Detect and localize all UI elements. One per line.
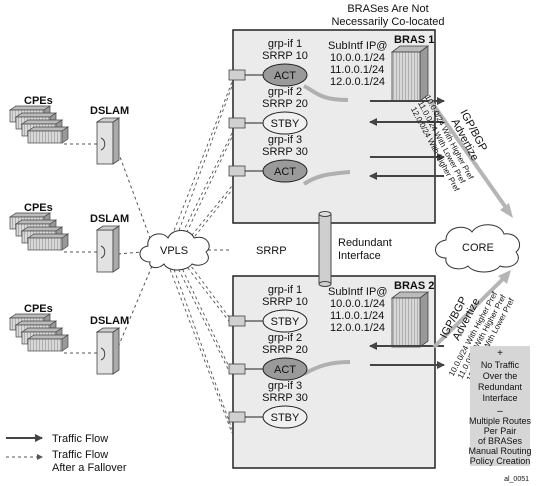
legend-traffic-flow: Traffic Flow <box>52 433 108 445</box>
bras1-subintf-header: SubIntf IP@ <box>328 40 387 52</box>
bras2-srrp-label: SRRP 20 <box>262 344 308 356</box>
bras1-subnet: 12.0.0.1/24 <box>330 76 385 88</box>
cpe-label: CPEs <box>24 202 53 214</box>
bras1-srrp-state-badge <box>262 63 308 87</box>
notes-plus-line: Interface <box>482 393 517 403</box>
bras2-srrp-state: STBY <box>271 412 300 424</box>
bras2-subnet: 11.0.0.1/24 <box>330 310 384 322</box>
bras2-title: BRAS 2 <box>394 280 434 292</box>
legend-fallover-line2: After a Fallover <box>52 462 127 474</box>
redundant-interface-label-1: Redundant <box>338 237 392 249</box>
dslam-icon <box>95 117 121 165</box>
vpls-label: VPLS <box>160 245 188 257</box>
bras1-srrp-label: SRRP 20 <box>262 98 308 110</box>
redundant-interface-pipe <box>318 211 332 287</box>
redundant-interface-label-2: Interface <box>338 250 381 262</box>
notes-minus-line: Manual Routing <box>468 446 531 456</box>
bras1-grp-label: grp-if 3 <box>268 134 302 146</box>
srrp-label: SRRP <box>256 245 287 257</box>
bras2-subnet: 10.0.0.1/24 <box>330 298 385 310</box>
dslam-vpls-links <box>115 145 153 353</box>
bras2-grp-label: grp-if 1 <box>268 284 302 296</box>
bras2-port-icon <box>228 363 264 375</box>
bras2-grp-label: grp-if 3 <box>268 380 302 392</box>
bras1-port-icon <box>228 117 264 129</box>
bras1-srrp-state-badge <box>262 159 308 183</box>
bras2-port-icon <box>228 315 264 327</box>
bras2-srrp-state: ACT <box>274 364 296 376</box>
bras1-srrp-state-badge <box>262 111 308 135</box>
bras2-srrp-label: SRRP 10 <box>262 296 308 308</box>
dslam-icon <box>95 225 121 273</box>
notes-plus-line: Over the <box>483 371 518 381</box>
bras1-srrp-state: ACT <box>274 70 296 82</box>
bras1-subnet: 10.0.0.1/24 <box>330 52 385 64</box>
cpe-label: CPEs <box>24 303 53 315</box>
bras1-grp-label: grp-if 2 <box>268 86 302 98</box>
bras2-srrp-state-badge <box>262 309 308 333</box>
notes-panel <box>470 346 530 466</box>
cpe-stack-icon <box>8 105 70 144</box>
bras1-srrp-state: STBY <box>271 118 300 130</box>
bras2-router-icon <box>390 291 430 348</box>
colocation-note-line1: BRASes Are Not <box>347 3 428 15</box>
vpls-cloud <box>139 230 210 271</box>
legend <box>6 434 43 460</box>
dslam-label: DSLAM <box>90 315 129 327</box>
cpe-stack-icon <box>8 313 70 352</box>
colocation-note-line2: Necessarily Co-located <box>331 16 444 28</box>
bras2-srrp-state: STBY <box>271 316 300 328</box>
legend-fallover-line1: Traffic Flow <box>52 449 108 461</box>
bras1-srrp-label: SRRP 30 <box>262 146 308 158</box>
notes-minus-line: Policy Creation <box>470 456 531 466</box>
notes-minus-line: of BRASes <box>478 436 523 446</box>
bras1-grp-label: grp-if 1 <box>268 38 302 50</box>
bras1-srrp-label: SRRP 10 <box>262 50 308 62</box>
dslam-label: DSLAM <box>90 105 129 117</box>
bras2-subintf-header: SubIntf IP@ <box>328 286 387 298</box>
bras2-grp-label: grp-if 2 <box>268 332 302 344</box>
notes-plus-line: Redundant <box>478 382 523 392</box>
figure-id: al_0051 <box>504 476 529 483</box>
cpe-label: CPEs <box>24 95 53 107</box>
bras1-advertize-arrow <box>428 98 513 218</box>
bras2-srrp-state-badge <box>262 357 308 381</box>
bras2-subnet: 12.0.0.1/24 <box>330 322 385 334</box>
bras2-advertize-arrow <box>432 270 511 349</box>
bras2-srrp-state-badge <box>262 405 308 429</box>
grey-connectors <box>302 84 351 376</box>
notes-plus-line: No Traffic <box>481 360 520 370</box>
bras2-srrp-label: SRRP 30 <box>262 392 308 404</box>
bras1-port-icon <box>228 165 264 177</box>
bras1-port-icon <box>228 69 264 81</box>
bras1-subnet: 11.0.0.1/24 <box>330 64 384 76</box>
notes-minus-line: Multiple Routes <box>469 416 532 426</box>
bras2-port-icon <box>228 411 264 423</box>
notes-minus-line: Per Pair <box>484 426 517 436</box>
bras1-srrp-state: ACT <box>274 166 296 178</box>
core-cloud <box>435 224 520 273</box>
notes-minus: – <box>497 406 503 417</box>
notes-plus: + <box>497 348 503 359</box>
core-label: CORE <box>462 242 494 254</box>
bras1-router-icon <box>390 45 430 102</box>
bras2-traffic-arrows <box>369 342 445 369</box>
dslam-label: DSLAM <box>90 213 129 225</box>
dslam-icon <box>95 327 121 375</box>
cpe-stack-icon <box>8 212 70 251</box>
bras1-title: BRAS 1 <box>394 34 434 46</box>
